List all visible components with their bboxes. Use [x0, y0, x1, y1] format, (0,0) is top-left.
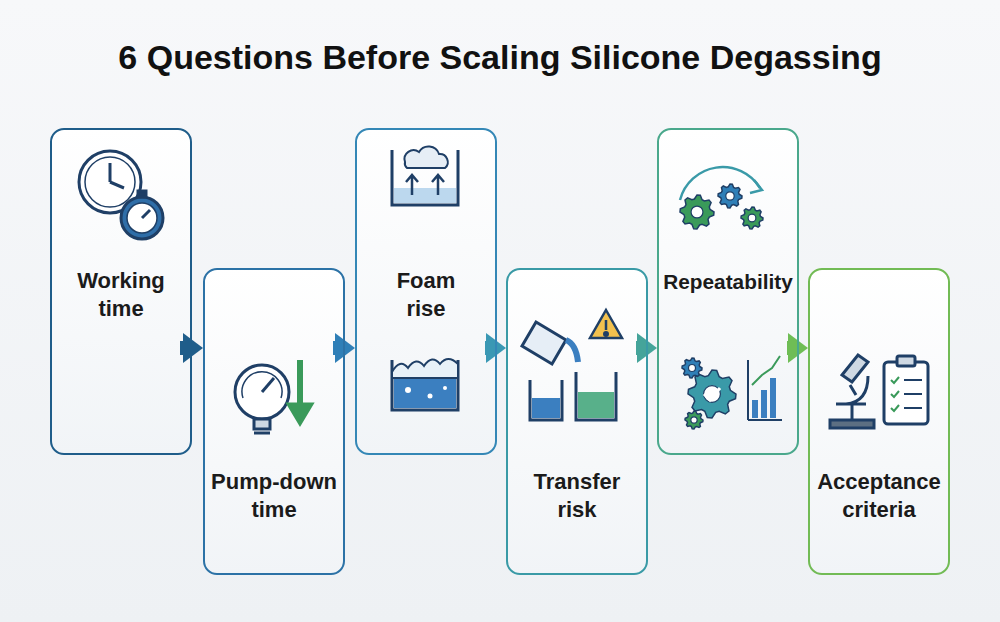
step-card: Foam rise	[355, 128, 497, 455]
diagram-title: 6 Questions Before Scaling Silicone Dega…	[0, 38, 1000, 77]
arrow-shaft	[636, 341, 637, 355]
step-label: Working time	[56, 267, 186, 323]
gauge-icon	[235, 360, 312, 433]
card-fill	[506, 268, 648, 575]
arrow-shaft	[180, 341, 183, 355]
gear-icon	[680, 195, 714, 229]
gear-icon	[718, 184, 742, 208]
step-label: Transfer risk	[512, 468, 642, 524]
arrow-shaft	[485, 341, 486, 355]
gear-icon	[685, 411, 703, 429]
microscope-icon	[830, 355, 928, 428]
arrow-shaft	[787, 341, 788, 355]
arrow-head	[335, 333, 355, 363]
gear-icon	[682, 358, 702, 378]
step-label: Foam rise	[382, 267, 470, 323]
transfer-icon	[522, 310, 622, 420]
step-card: Pump-down time	[203, 268, 345, 575]
arrow-shaft	[333, 341, 335, 355]
arrow-head	[183, 333, 203, 363]
card-fill	[203, 268, 345, 575]
gear-icon	[741, 207, 763, 229]
clock-icon	[79, 151, 163, 239]
step-card: Transfer risk	[506, 268, 648, 575]
repeatability-icon	[680, 167, 782, 420]
card-fill	[50, 128, 192, 455]
step-label: Acceptance criteria	[814, 468, 944, 524]
step-card: Acceptance criteria	[808, 268, 950, 575]
step-label: Repeatability	[662, 268, 794, 296]
card-fill	[355, 128, 497, 455]
card-fill	[657, 128, 799, 455]
step-label: Pump-down time	[209, 468, 339, 524]
step-card: Repeatability	[657, 128, 799, 455]
check-mark	[704, 388, 720, 400]
card-fill	[808, 268, 950, 575]
step-card: Working time	[50, 128, 192, 455]
